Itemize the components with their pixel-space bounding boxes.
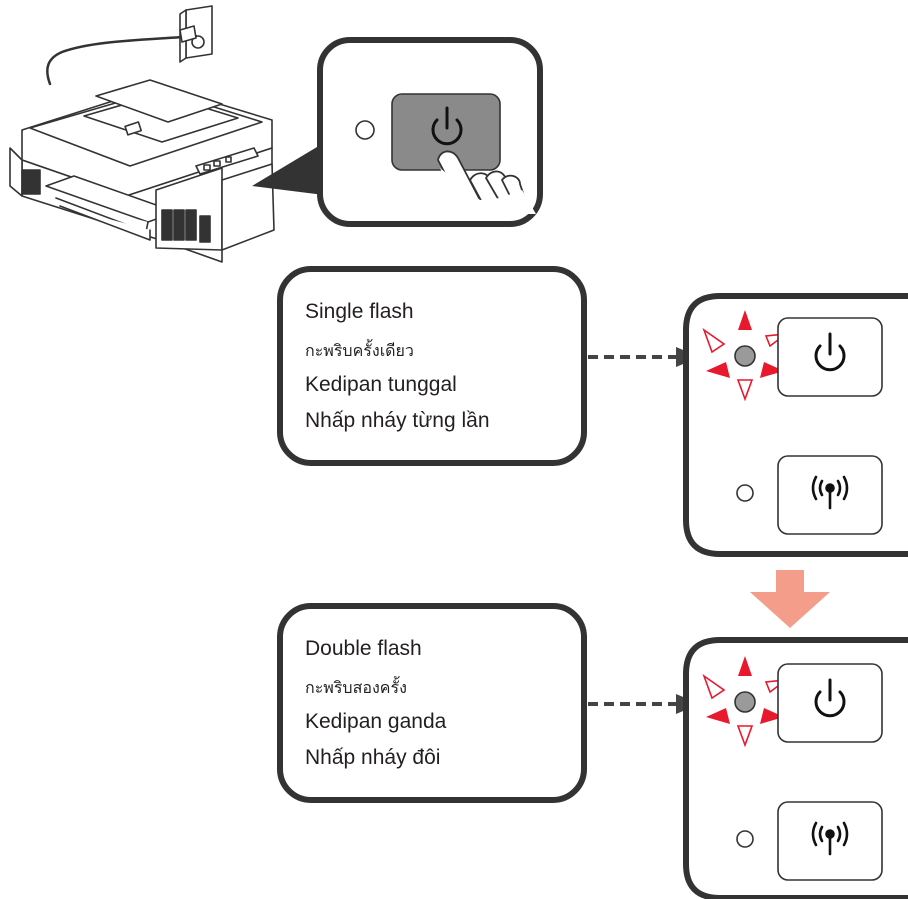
power-lamp-off [355,120,375,140]
power-icon [431,106,463,146]
panel-wireless-button[interactable] [777,455,883,535]
printer-body [9,79,275,263]
double-flash-caption-box: Double flash กะพริบสองครั้ง Kedipan gand… [277,603,587,803]
operation-panel-1 [683,293,908,557]
finger-pressing-icon [437,150,536,214]
callout-pointer [252,138,332,196]
caption-thai: กะพริบครั้งเดียว [305,341,414,360]
power-lamp-flashing [734,345,756,367]
wireless-icon [811,821,849,856]
caption-vietnamese: Nhấp nháy đôi [305,746,441,769]
power-icon [814,332,846,372]
single-flash-caption-box: Single flash กะพริบครั้งเดียว Kedipan tu… [277,266,587,466]
power-press-zoom [317,37,543,227]
printer-illustration [9,5,275,263]
panel-power-button[interactable] [777,663,883,743]
wireless-icon [811,475,849,510]
power-cord [46,34,198,86]
wireless-lamp-off [736,830,754,848]
panel-power-button[interactable] [777,317,883,397]
operation-panel-2 [683,637,908,899]
caption-english: Single flash [305,300,414,323]
wall-outlet [179,5,213,63]
power-icon [814,678,846,718]
panel-wireless-button[interactable] [777,801,883,881]
caption-vietnamese: Nhấp nháy từng lần [305,409,490,432]
caption-thai: กะพริบสองครั้ง [305,678,407,697]
caption-indonesian: Kedipan ganda [305,710,447,733]
wireless-lamp-off [736,484,754,502]
caption-english: Double flash [305,637,422,660]
down-arrow-icon [750,570,830,628]
power-lamp-flashing [734,691,756,713]
power-button[interactable] [391,93,501,171]
caption-indonesian: Kedipan tunggal [305,373,457,396]
